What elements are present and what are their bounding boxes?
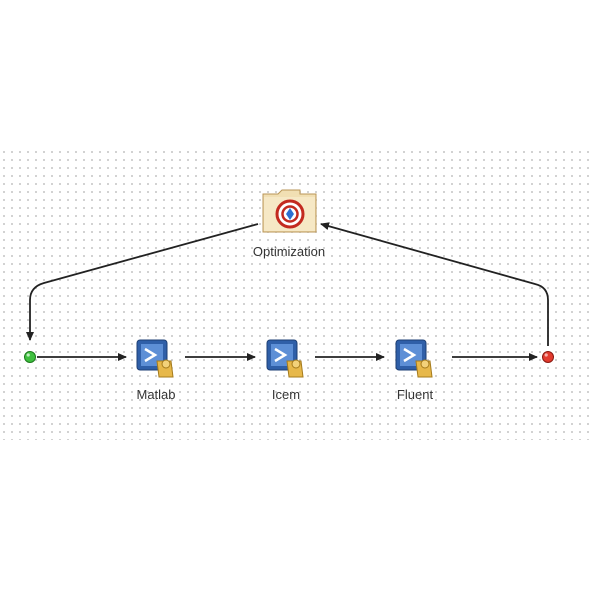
icem-node[interactable] [265,337,307,384]
optimization-label: Optimization [252,244,326,259]
start-node[interactable] [23,350,37,369]
application-script-icon [395,339,433,378]
edge-end-optimization[interactable] [320,222,549,346]
application-script-icon [136,339,174,378]
matlab-label: Matlab [136,387,176,402]
matlab-node[interactable] [135,337,177,384]
end-node[interactable] [541,350,555,369]
application-script-icon [266,339,304,378]
optimization-node[interactable] [260,188,320,239]
icem-label: Icem [271,387,301,402]
fluent-node[interactable] [394,337,436,384]
fluent-label: Fluent [396,387,434,402]
end-dot-icon [542,351,554,363]
optimization-target-icon [262,189,317,233]
start-dot-icon [24,351,36,363]
edge-optimization-start[interactable] [26,223,259,341]
